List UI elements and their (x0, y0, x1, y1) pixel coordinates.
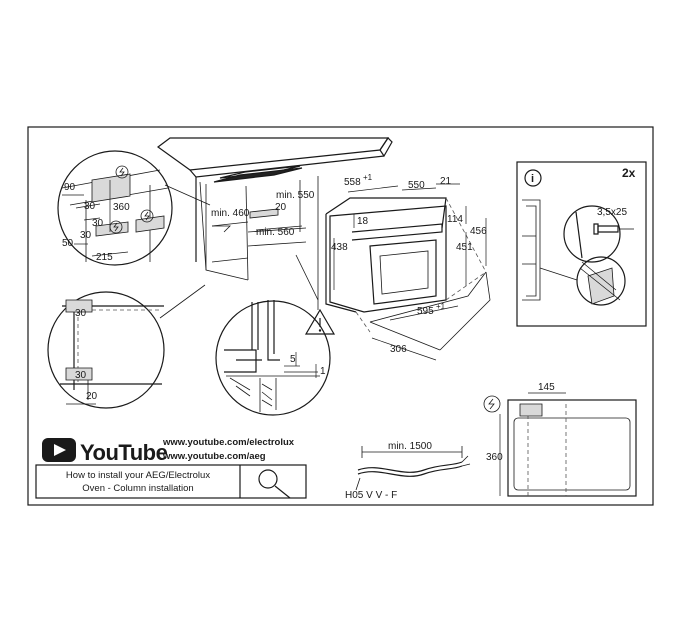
dim-min-550: min. 550 (276, 190, 315, 201)
cable-type: H05 V V - F (345, 490, 397, 501)
dim-20: 20 (86, 391, 98, 402)
dim-456: 456 (470, 226, 487, 237)
dim-360-rear: 360 (486, 452, 503, 463)
kitchen-countertop (156, 137, 393, 310)
detail-top-left: 90 30 360 30 50 30 215 (57, 150, 173, 266)
dim-595: 595 (417, 306, 434, 317)
dim-30-b: 30 (92, 218, 104, 229)
detail-mid-left: 30 30 20 (47, 291, 165, 409)
warning-triangle-icon (304, 308, 336, 335)
magnifier-icon (258, 469, 278, 489)
dim-min-560: min. 560 (256, 227, 295, 238)
dim-min-460: min. 460 (211, 208, 250, 219)
dim-20-cab: 20 (275, 202, 287, 213)
dim-5: 5 (290, 354, 296, 365)
dim-451: 451 (456, 242, 473, 253)
leader-mid-left (159, 284, 206, 319)
dim-30-bottom: 30 (75, 370, 87, 381)
dim-550: 550 (408, 180, 425, 191)
dim-595-sup: +1 (436, 302, 446, 311)
info-letter: i (531, 173, 534, 185)
cable-drawing: min. 1500 H05 V V - F (345, 441, 471, 501)
caption-line-2: Oven - Column installation (82, 483, 193, 494)
caption-box: How to install your AEG/Electrolux Oven … (35, 464, 307, 499)
rear-view-drawing: 145 360 (483, 382, 637, 497)
dim-215: 215 (96, 252, 113, 263)
info-icon (524, 169, 542, 187)
youtube-url-electrolux: www.youtube.com/electrolux (162, 437, 295, 448)
dim-558-sup: +1 (363, 173, 373, 182)
dim-1: 1 (320, 366, 326, 377)
dim-30-c: 30 (80, 230, 92, 241)
detail-bottom-warning: 5 1 (215, 300, 336, 416)
dim-558: 558 (344, 177, 361, 188)
dim-50: 50 (62, 238, 74, 249)
dim-18: 18 (357, 216, 369, 227)
dim-306: 306 (390, 344, 407, 355)
screw-size: 3,5x25 (597, 207, 627, 218)
dim-360: 360 (113, 202, 130, 213)
caption-line-1: How to install your AEG/Electrolux (66, 470, 210, 481)
leader-top-left (164, 184, 211, 206)
quantity-label: 2x (622, 166, 636, 180)
dim-145: 145 (538, 382, 555, 393)
youtube-block: YouTube www.youtube.com/electrolux www.y… (42, 437, 295, 465)
oven-drawing: 558 +1 550 21 18 114 456 438 451 595 +1 … (325, 173, 491, 361)
dim-30-top: 30 (75, 308, 87, 319)
dim-114: 114 (447, 214, 463, 225)
sheet-frame (27, 126, 654, 506)
dim-90: 90 (64, 182, 76, 193)
dim-438: 438 (331, 242, 348, 253)
leader-bottom (295, 254, 319, 301)
dim-30-a: 30 (84, 201, 96, 212)
dim-21: 21 (440, 176, 452, 187)
youtube-url-aeg: www.youtube.com/aeg (162, 451, 266, 462)
cable-min-length: min. 1500 (388, 441, 432, 452)
power-icon (483, 395, 501, 413)
youtube-wordmark: YouTube (80, 440, 168, 465)
fixing-panel: i 2x 3,5x25 (516, 161, 647, 327)
